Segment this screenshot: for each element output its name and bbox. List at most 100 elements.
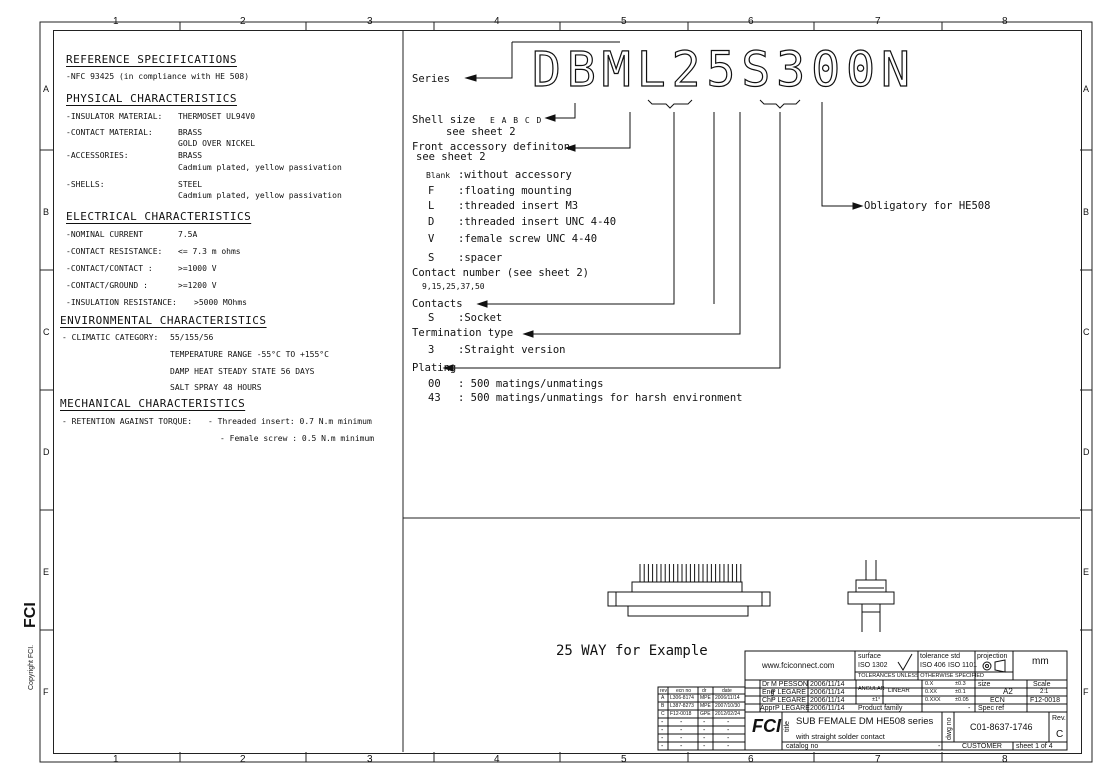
contact-number-label: Contact number (see sheet 2) bbox=[412, 267, 590, 279]
person-date-3: 2006/11/14 bbox=[810, 705, 845, 712]
zone-top-4: 4 bbox=[494, 16, 500, 27]
rev-head-date: date bbox=[722, 688, 732, 694]
env-k: - CLIMATIC CATEGORY: bbox=[62, 333, 159, 342]
title-label: title bbox=[784, 721, 791, 732]
dash-pf: - bbox=[968, 705, 971, 712]
rev-dash-r6d: - bbox=[727, 743, 730, 750]
zone-left-d: D bbox=[43, 447, 50, 457]
rev-dash-r6c: - bbox=[703, 743, 706, 750]
rev-head-rev: rev bbox=[660, 688, 667, 694]
zone-left-f: F bbox=[43, 687, 49, 697]
phys-v-6: Cadmium plated, yellow passivation bbox=[178, 191, 342, 200]
scale-label: Scale bbox=[1033, 681, 1051, 688]
part-number: DBML25S300N bbox=[531, 41, 916, 98]
termination-label: Termination type bbox=[412, 327, 514, 339]
rev-dash-r3d: - bbox=[727, 719, 730, 726]
size-label: size bbox=[978, 681, 991, 688]
plating-label: Plating bbox=[412, 362, 457, 374]
front-accessory-label: Front accessory definiton bbox=[412, 141, 571, 153]
see-sheet-2a: see sheet 2 bbox=[446, 126, 516, 138]
zone-top-6: 6 bbox=[748, 16, 754, 27]
iso1101: ISO 1101 bbox=[948, 662, 978, 669]
person-role-3: Appr bbox=[760, 705, 775, 712]
zone-right-e: E bbox=[1083, 567, 1090, 577]
dash-cat: - bbox=[938, 743, 941, 750]
rev-dash-r6a: - bbox=[661, 743, 664, 750]
see-sheet-2b: see sheet 2 bbox=[416, 151, 486, 163]
person-role-0: Dr bbox=[762, 681, 770, 688]
person-role-2: Chr bbox=[762, 697, 774, 704]
unit: mm bbox=[1032, 656, 1049, 667]
tol-c2: ±0.05 bbox=[955, 697, 969, 703]
zone-right-b: B bbox=[1083, 207, 1090, 217]
front-opt-v-4: :female screw UNC 4-40 bbox=[458, 233, 598, 245]
front-opt-k-1: F bbox=[428, 185, 435, 197]
product-family: Product family bbox=[858, 705, 903, 712]
person-name-2: P LEGARE bbox=[771, 697, 806, 704]
iso406: ISO 406 bbox=[920, 662, 946, 669]
rev-dash-r6b: - bbox=[680, 743, 683, 750]
front-opt-k-3: D bbox=[428, 216, 435, 228]
rev-dash-r4c: - bbox=[703, 727, 706, 734]
person-name-3: P LEGARE bbox=[775, 705, 810, 712]
rev-dash-r3a: - bbox=[661, 719, 664, 726]
plating-k-0: 00 bbox=[428, 378, 441, 390]
rev-head-ecn: ecn no bbox=[676, 688, 692, 694]
zone-top-1: 1 bbox=[113, 16, 119, 27]
mech-v-0: - Threaded insert: 0.7 N.m minimum bbox=[208, 417, 372, 426]
phys-title: PHYSICAL CHARACTERISTICS bbox=[66, 92, 237, 105]
rev-dash-r4b: - bbox=[680, 727, 683, 734]
front-opt-k-0: Blank bbox=[426, 171, 451, 180]
env-v-0: 55/155/56 bbox=[170, 333, 214, 342]
phys-v-1: BRASS bbox=[178, 128, 203, 137]
plating-v-0: : 500 matings/unmatings bbox=[458, 378, 604, 390]
rev-dash-r3c: - bbox=[703, 719, 706, 726]
shell-size-label: Shell size bbox=[412, 114, 476, 126]
front-opt-v-5: :spacer bbox=[458, 252, 503, 264]
zone-left-c: C bbox=[43, 327, 50, 337]
term-v: :Straight version bbox=[458, 344, 566, 356]
contacts-s: S bbox=[428, 312, 435, 324]
rev-row-0-dr: MPE bbox=[700, 695, 711, 701]
rev-row-2-ecn: F12-0018 bbox=[670, 711, 692, 717]
surface-label: surface bbox=[858, 653, 881, 660]
person-name-0: M PESSON bbox=[771, 681, 808, 688]
fci-logo-side: FCI bbox=[22, 602, 39, 628]
rev-dash-r5c: - bbox=[703, 735, 706, 742]
zone-bottom-4: 4 bbox=[494, 754, 500, 765]
rev-row-0-ecn: L306-8174 bbox=[670, 695, 694, 701]
rev-row-1-rev: B bbox=[661, 703, 665, 709]
drawing-title-2: with straight solder contact bbox=[796, 732, 885, 741]
phys-v-0: THERMOSET UL94V0 bbox=[178, 112, 256, 121]
mech-k: - RETENTION AGAINST TORQUE: bbox=[62, 417, 193, 426]
rev-dash-r5b: - bbox=[680, 735, 683, 742]
elec-v-3: >=1200 V bbox=[178, 281, 217, 290]
front-opt-k-5: S bbox=[428, 252, 435, 264]
zone-bottom-5: 5 bbox=[621, 754, 627, 765]
person-date-0: 2006/11/14 bbox=[810, 681, 845, 688]
tol-a2: ±0.3 bbox=[955, 681, 966, 687]
front-opt-k-4: V bbox=[428, 233, 435, 245]
front-opt-v-3: :threaded insert UNC 4-40 bbox=[458, 216, 617, 228]
rev-row-1-dr: MPE bbox=[700, 703, 711, 709]
elec-v-2: >=1000 V bbox=[178, 264, 217, 273]
phys-v-2: GOLD OVER NICKEL bbox=[178, 139, 256, 148]
phys-v-5: STEEL bbox=[178, 180, 203, 189]
plating-k-1: 43 bbox=[428, 392, 441, 404]
term-k: 3 bbox=[428, 344, 435, 356]
tolerance-note: TOLERANCES UNLESS OTHERWISE SPECIFIED bbox=[858, 673, 985, 679]
elec-k-1: -CONTACT RESISTANCE: bbox=[66, 247, 163, 256]
title-block-grid bbox=[657, 650, 1068, 751]
elec-k-2: -CONTACT/CONTACT : bbox=[66, 264, 153, 273]
tol-b: 0.XX bbox=[925, 689, 937, 695]
env-v-2: DAMP HEAT STEADY STATE 56 DAYS bbox=[170, 367, 315, 376]
elec-title: ELECTRICAL CHARACTERISTICS bbox=[66, 210, 252, 223]
plating-v-1: : 500 matings/unmatings for harsh enviro… bbox=[458, 392, 743, 404]
size-value: A2 bbox=[1003, 687, 1013, 696]
sheet: sheet 1 of 4 bbox=[1016, 743, 1053, 750]
obligatory-label: Obligatory for HE508 bbox=[864, 200, 991, 212]
person-role-1: Eng bbox=[762, 689, 775, 696]
zone-bottom-3: 3 bbox=[367, 754, 373, 765]
env-v-1: TEMPERATURE RANGE -55°C TO +155°C bbox=[170, 350, 329, 359]
zone-bottom-7: 7 bbox=[875, 754, 881, 765]
